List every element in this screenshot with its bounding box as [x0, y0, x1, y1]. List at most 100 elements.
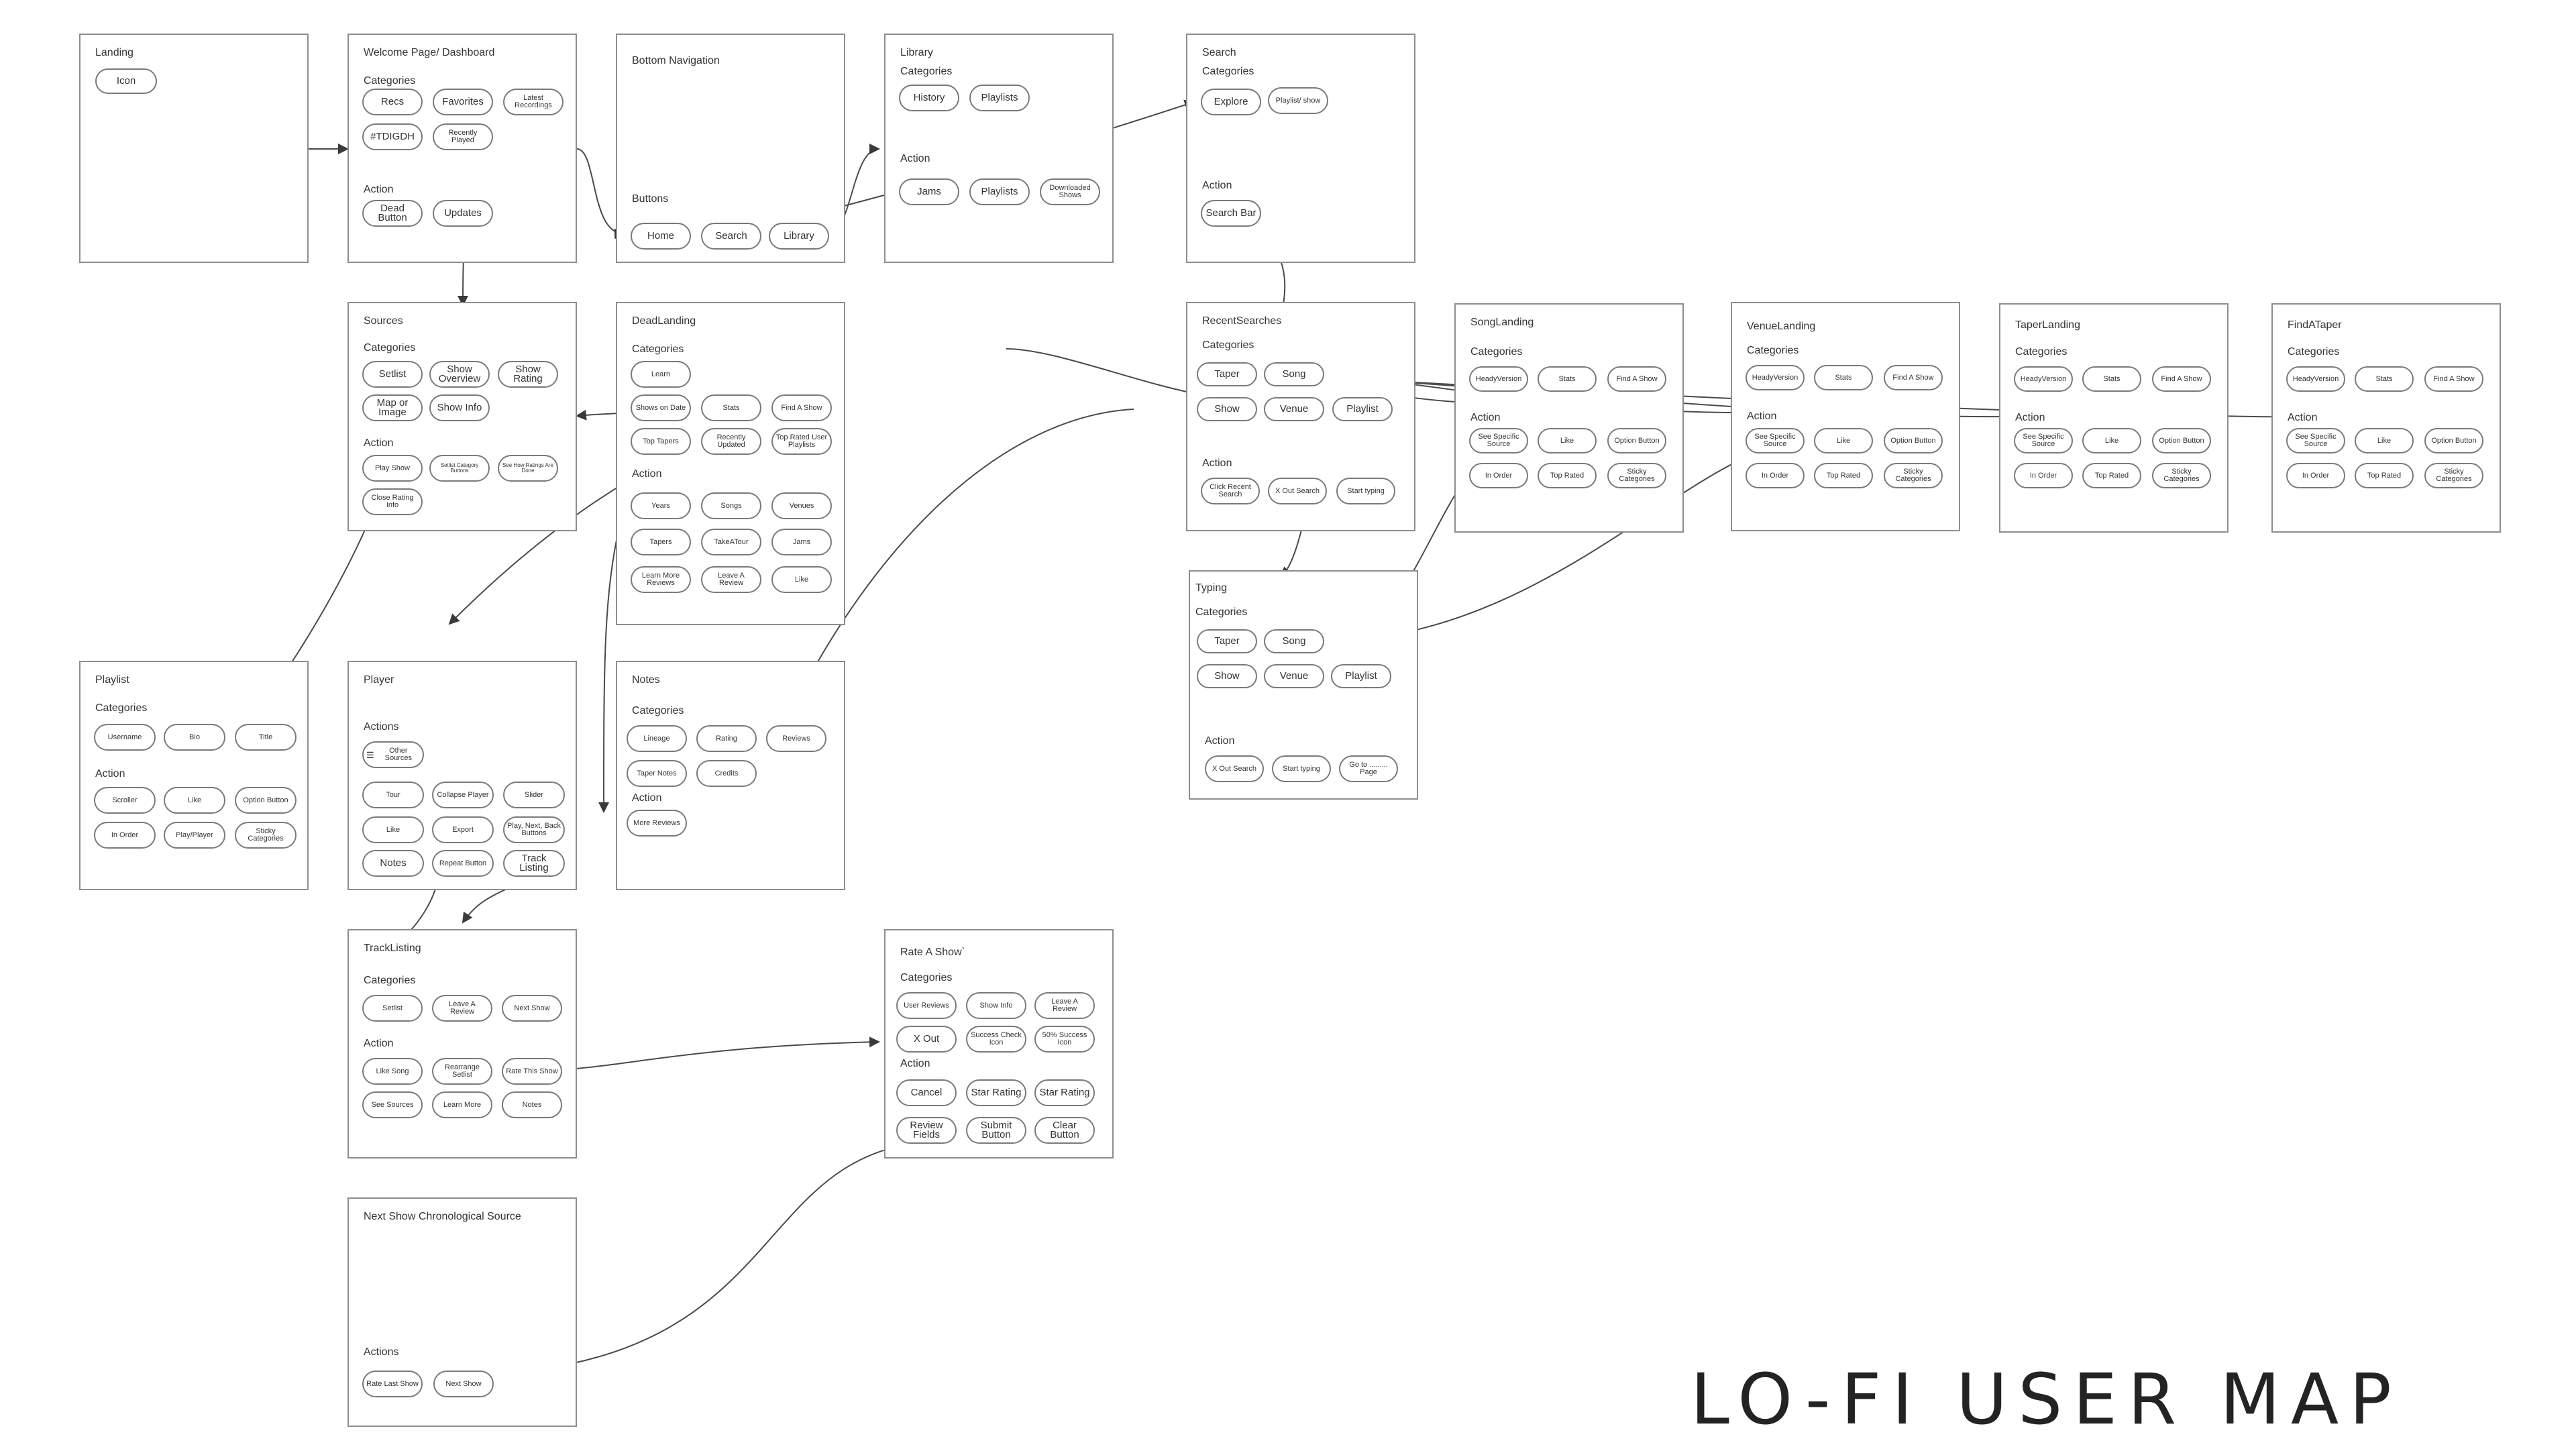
star-rating-button-2[interactable]: Star Rating [1034, 1079, 1095, 1106]
click-recent-search-button[interactable]: Click Recent Search [1201, 478, 1260, 504]
stats-button[interactable]: Stats [2082, 366, 2141, 392]
collapse-player-button[interactable]: Collapse Player [432, 782, 494, 808]
latest-recordings-button[interactable]: Latest Recordings [503, 89, 564, 115]
leave-a-review-button[interactable]: Leave A Review [701, 566, 761, 593]
play-show-button[interactable]: Play Show [362, 455, 423, 482]
learn-more-button[interactable]: Learn More [432, 1091, 492, 1118]
more-reviews-button[interactable]: More Reviews [627, 810, 687, 837]
in-order-button[interactable]: In Order [1469, 463, 1528, 488]
rating-button[interactable]: Rating [696, 725, 757, 752]
tapers-button[interactable]: Tapers [631, 529, 691, 555]
favorites-button[interactable]: Favorites [433, 89, 493, 115]
username-button[interactable]: Username [94, 724, 156, 751]
see-specific-source-button[interactable]: See Specific Source [2014, 428, 2073, 453]
start-typing-button[interactable]: Start typing [1336, 478, 1395, 504]
title-button[interactable]: Title [235, 724, 297, 751]
updates-button[interactable]: Updates [433, 200, 493, 227]
like-song-button[interactable]: Like Song [362, 1058, 423, 1085]
playlists-action-button[interactable]: Playlists [969, 178, 1030, 205]
play-player-button[interactable]: Play/Player [164, 822, 225, 849]
top-tapers-button[interactable]: Top Tapers [631, 428, 691, 455]
stats-button[interactable]: Stats [701, 394, 761, 421]
playlist-button[interactable]: Playlist [1331, 664, 1391, 688]
stats-button[interactable]: Stats [1814, 365, 1873, 390]
like-button[interactable]: Like [164, 787, 225, 814]
cancel-button[interactable]: Cancel [896, 1079, 957, 1106]
heady-version-button[interactable]: HeadyVersion [1469, 366, 1528, 392]
taper-notes-button[interactable]: Taper Notes [627, 760, 687, 787]
home-button[interactable]: Home [631, 223, 691, 250]
repeat-button[interactable]: Repeat Button [432, 850, 494, 877]
x-out-button[interactable]: X Out [896, 1026, 957, 1053]
find-a-show-button[interactable]: Find A Show [2152, 366, 2211, 392]
learn-button[interactable]: Learn [631, 361, 691, 388]
find-a-show-button[interactable]: Find A Show [1607, 366, 1666, 392]
see-how-ratings-button[interactable]: See How Ratings Are Done [498, 455, 558, 482]
see-specific-source-button[interactable]: See Specific Source [2286, 428, 2345, 453]
lineage-button[interactable]: Lineage [627, 725, 687, 752]
leave-a-review-button[interactable]: Leave A Review [1034, 992, 1095, 1019]
jams-button[interactable]: Jams [771, 529, 832, 555]
search-button[interactable]: Search [701, 223, 761, 250]
sticky-categories-button[interactable]: Sticky Categories [2152, 463, 2211, 488]
years-button[interactable]: Years [631, 492, 691, 519]
review-fields-input[interactable]: Review Fields [896, 1117, 957, 1144]
in-order-button[interactable]: In Order [1746, 463, 1805, 488]
notes-button[interactable]: Notes [502, 1091, 562, 1118]
song-button[interactable]: Song [1264, 362, 1324, 386]
tour-button[interactable]: Tour [362, 782, 424, 808]
option-button[interactable]: Option Button [1607, 428, 1666, 453]
venues-button[interactable]: Venues [771, 492, 832, 519]
icon-button[interactable]: Icon [95, 68, 157, 94]
notes-button[interactable]: Notes [362, 850, 424, 877]
export-button[interactable]: Export [432, 816, 494, 843]
sticky-categories-button[interactable]: Sticky Categories [2424, 463, 2483, 488]
heady-version-button[interactable]: HeadyVersion [2014, 366, 2073, 392]
track-listing-button[interactable]: Track Listing [503, 850, 565, 877]
playlist-button[interactable]: Playlist [1332, 397, 1393, 421]
heady-version-button[interactable]: HeadyVersion [1746, 365, 1805, 390]
close-rating-info-button[interactable]: Close Rating Info [362, 488, 423, 515]
map-or-image-button[interactable]: Map or Image [362, 394, 423, 421]
learn-more-reviews-button[interactable]: Learn More Reviews [631, 566, 691, 593]
see-sources-button[interactable]: See Sources [362, 1091, 423, 1118]
setlist-category-buttons[interactable]: Setlist Category Buttons [429, 455, 490, 482]
find-a-show-button[interactable]: Find A Show [2424, 366, 2483, 392]
show-info-button[interactable]: Show Info [429, 394, 490, 421]
sticky-categories-button[interactable]: Sticky Categories [235, 822, 297, 849]
next-show-button[interactable]: Next Show [502, 995, 562, 1022]
find-a-show-button[interactable]: Find A Show [771, 394, 832, 421]
history-button[interactable]: History [899, 85, 959, 111]
top-rated-button[interactable]: Top Rated [2082, 463, 2141, 488]
library-button[interactable]: Library [769, 223, 829, 250]
dead-button[interactable]: Dead Button [362, 200, 423, 227]
see-specific-source-button[interactable]: See Specific Source [1746, 428, 1805, 453]
go-to-page-button[interactable]: Go to ......... Page [1339, 755, 1398, 782]
like-button[interactable]: Like [362, 816, 424, 843]
in-order-button[interactable]: In Order [2014, 463, 2073, 488]
songs-button[interactable]: Songs [701, 492, 761, 519]
show-info-button[interactable]: Show Info [966, 992, 1026, 1019]
setlist-button[interactable]: Setlist [362, 361, 423, 388]
top-rated-button[interactable]: Top Rated [1814, 463, 1873, 488]
recs-button[interactable]: Recs [362, 89, 423, 115]
song-button[interactable]: Song [1264, 629, 1324, 653]
slider-button[interactable]: Slider [503, 782, 565, 808]
x-out-search-button[interactable]: X Out Search [1268, 478, 1327, 504]
heady-version-button[interactable]: HeadyVersion [2286, 366, 2345, 392]
show-button[interactable]: Show [1197, 664, 1257, 688]
bio-button[interactable]: Bio [164, 724, 225, 751]
x-out-search-button[interactable]: X Out Search [1205, 755, 1264, 782]
setlist-button[interactable]: Setlist [362, 995, 423, 1022]
clear-button[interactable]: Clear Button [1034, 1117, 1095, 1144]
top-rated-button[interactable]: Top Rated [2355, 463, 2414, 488]
show-button[interactable]: Show [1197, 397, 1257, 421]
explore-button[interactable]: Explore [1201, 89, 1261, 115]
submit-button[interactable]: Submit Button [966, 1117, 1026, 1144]
recently-played-button[interactable]: Recently Played [433, 123, 493, 150]
sticky-categories-button[interactable]: Sticky Categories [1884, 463, 1943, 488]
like-button[interactable]: Like [1538, 428, 1597, 453]
leave-a-review-button[interactable]: Leave A Review [432, 995, 492, 1022]
like-button[interactable]: Like [2355, 428, 2414, 453]
option-button[interactable]: Option Button [1884, 428, 1943, 453]
